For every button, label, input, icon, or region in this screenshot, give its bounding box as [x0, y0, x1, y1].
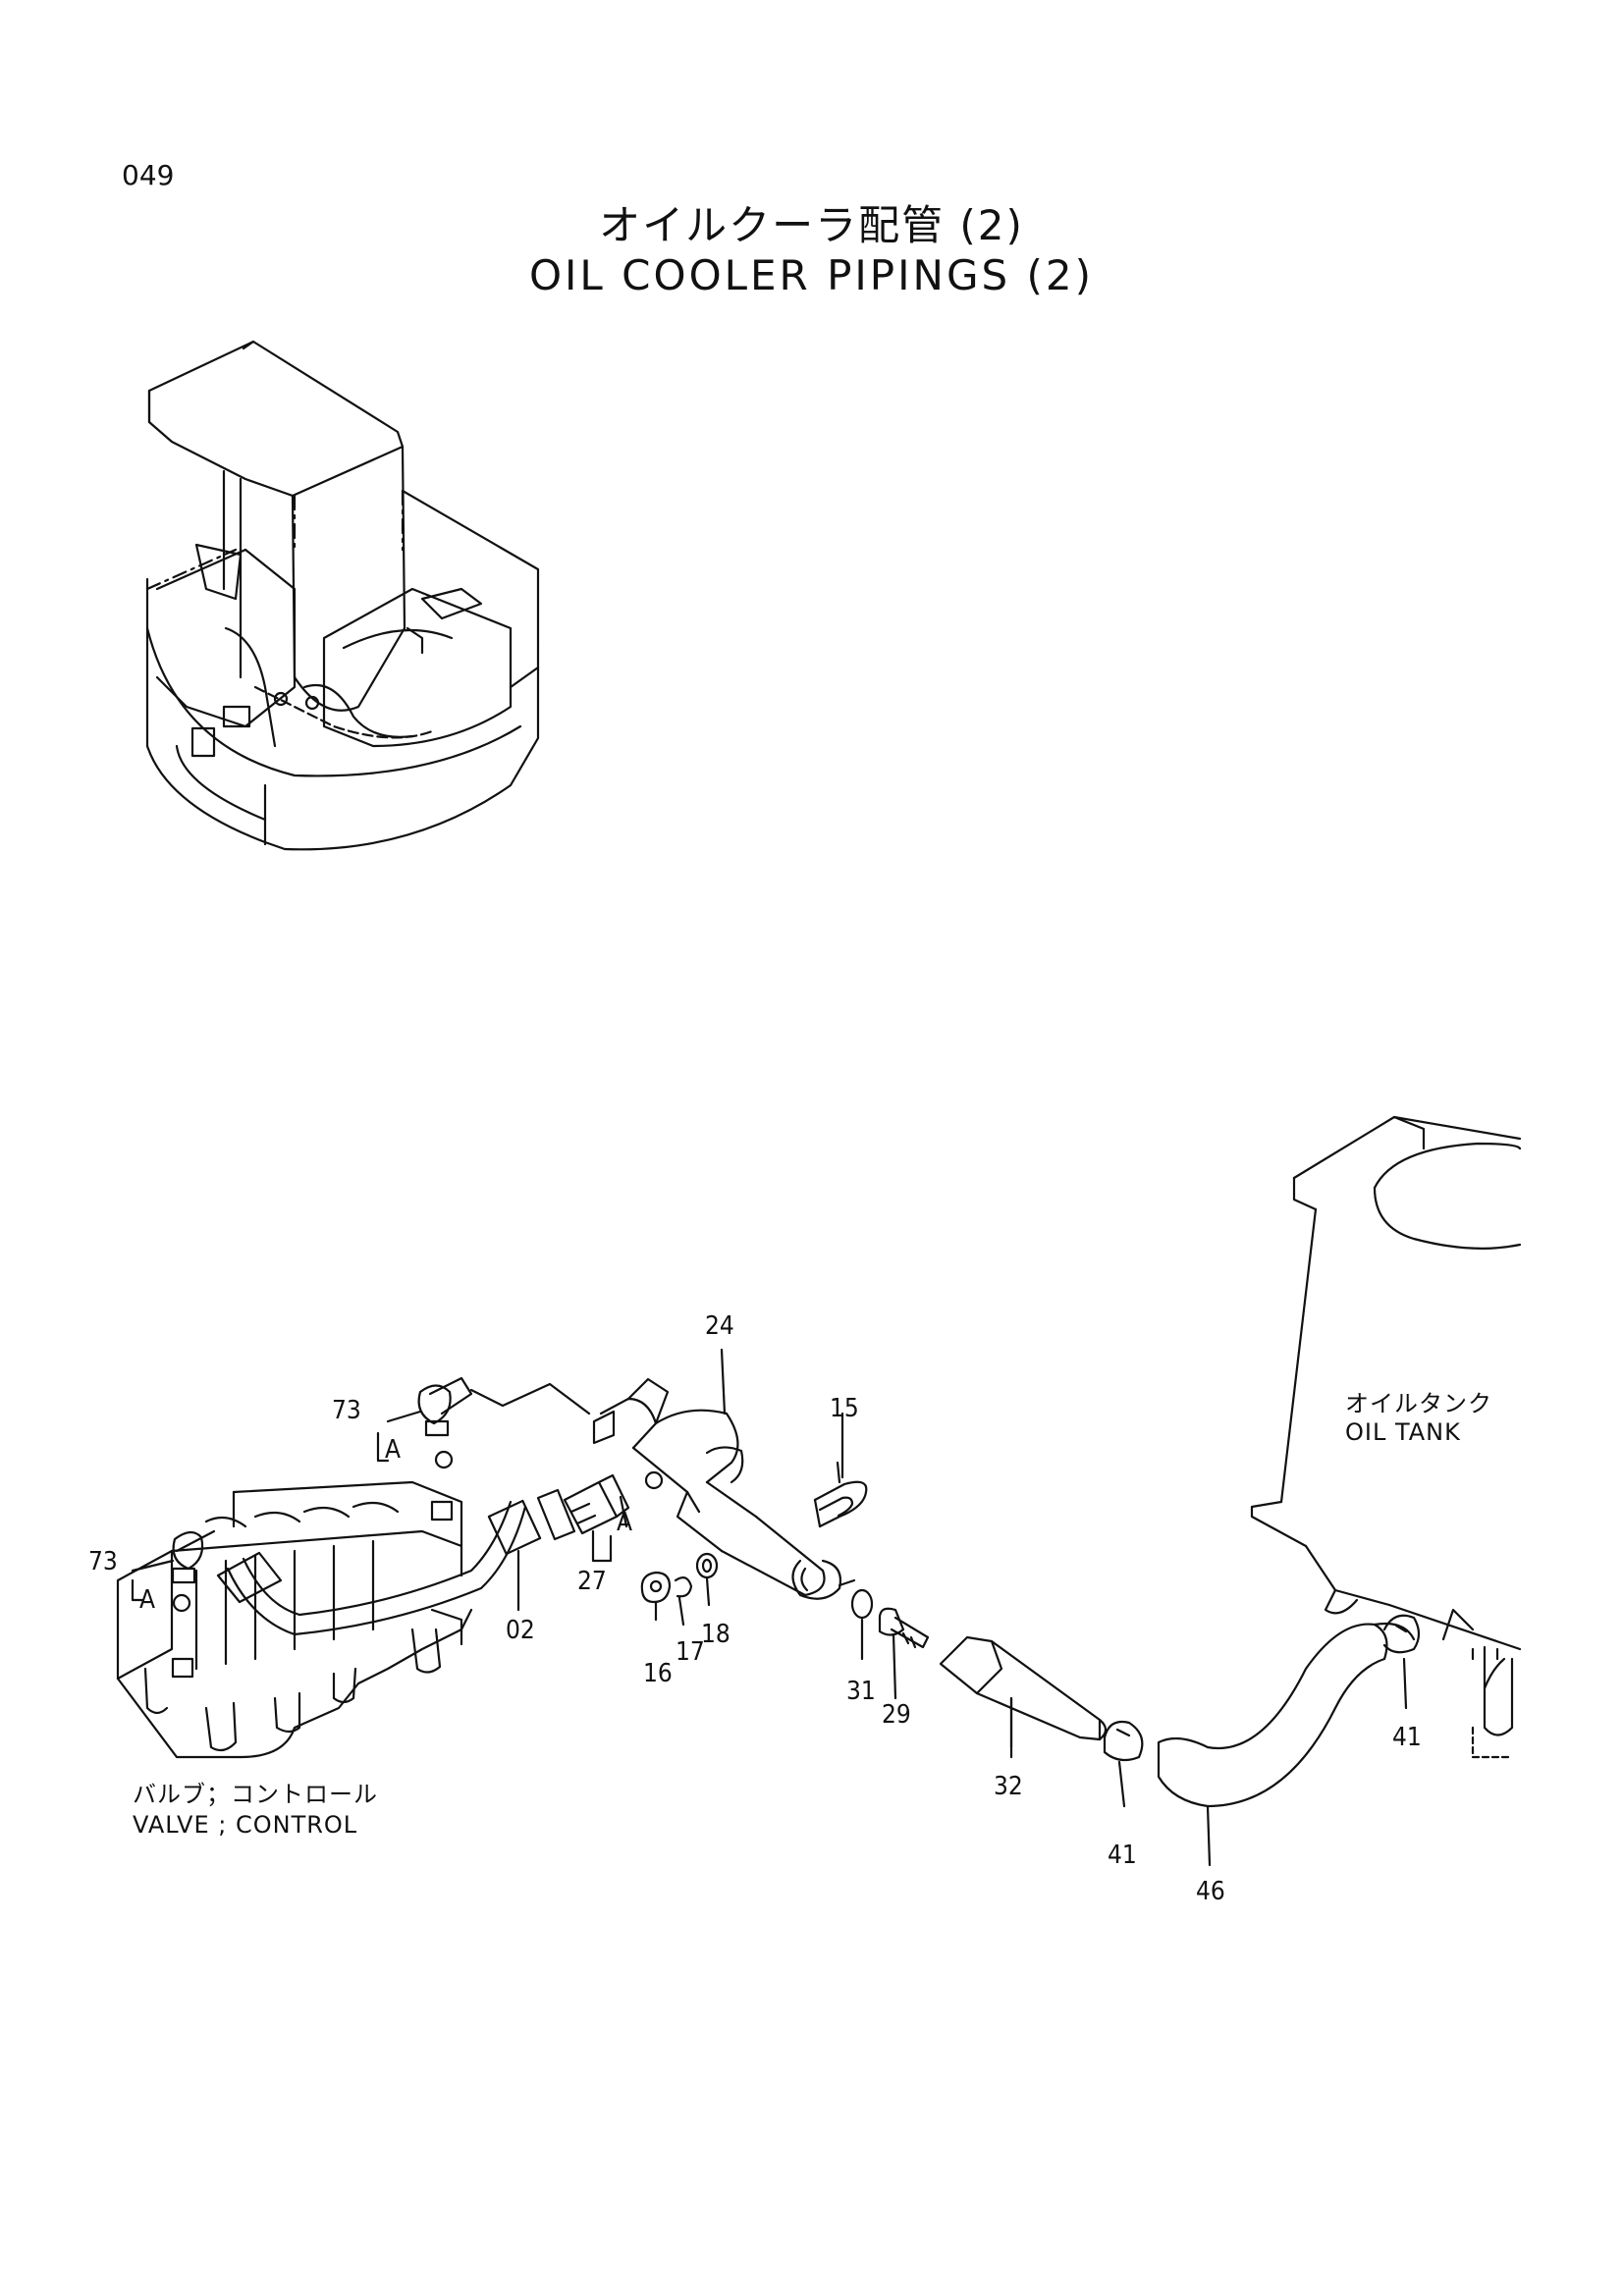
oil-tank-label-jp: オイルタンク	[1345, 1390, 1492, 1417]
callout-24: 24	[705, 1311, 734, 1341]
hose-46-drawing	[1103, 1614, 1421, 1867]
callout-73-lower: 73	[88, 1547, 118, 1576]
control-valve-drawing	[116, 1480, 473, 1759]
callout-27: 27	[577, 1567, 607, 1596]
callout-02: 02	[506, 1616, 535, 1645]
callout-29: 29	[882, 1700, 911, 1730]
machine-overview-illustration	[145, 340, 540, 851]
page-title-japanese: オイルクーラ配管 (2)	[599, 201, 1024, 249]
callout-17: 17	[676, 1637, 705, 1667]
callout-16: 16	[643, 1659, 673, 1688]
callout-41-lower: 41	[1108, 1841, 1137, 1870]
callout-18: 18	[701, 1620, 730, 1649]
callout-46: 46	[1196, 1877, 1225, 1906]
elbow-29-drawing	[878, 1607, 930, 1700]
control-valve-label-en: VALVE ; CONTROL	[133, 1811, 358, 1839]
page-title-english: OIL COOLER PIPINGS (2)	[528, 251, 1094, 299]
callout-a-upper: A	[385, 1435, 401, 1465]
manifold-24-drawing	[469, 1377, 856, 1600]
callout-a-lower: A	[139, 1585, 155, 1615]
control-valve-label-jp: バルブ；コントロール	[133, 1781, 378, 1808]
hose-02-drawing	[131, 1376, 576, 1636]
callout-31: 31	[846, 1677, 876, 1706]
callout-41-right: 41	[1392, 1723, 1422, 1752]
callout-15: 15	[830, 1394, 859, 1423]
callout-a-middle: A	[617, 1508, 632, 1537]
callout-leader-lines	[516, 1348, 1013, 1749]
callout-73-upper: 73	[332, 1396, 361, 1425]
u-bolt-15-drawing	[813, 1461, 868, 1528]
oil-tank-label-en: OIL TANK	[1345, 1418, 1461, 1446]
page-number: 049	[122, 159, 175, 191]
small-parts-drawing	[640, 1552, 874, 1661]
oil-tank-drawing	[1250, 1115, 1522, 1759]
callout-32: 32	[994, 1772, 1023, 1801]
reducer-32-drawing	[939, 1635, 1108, 1759]
